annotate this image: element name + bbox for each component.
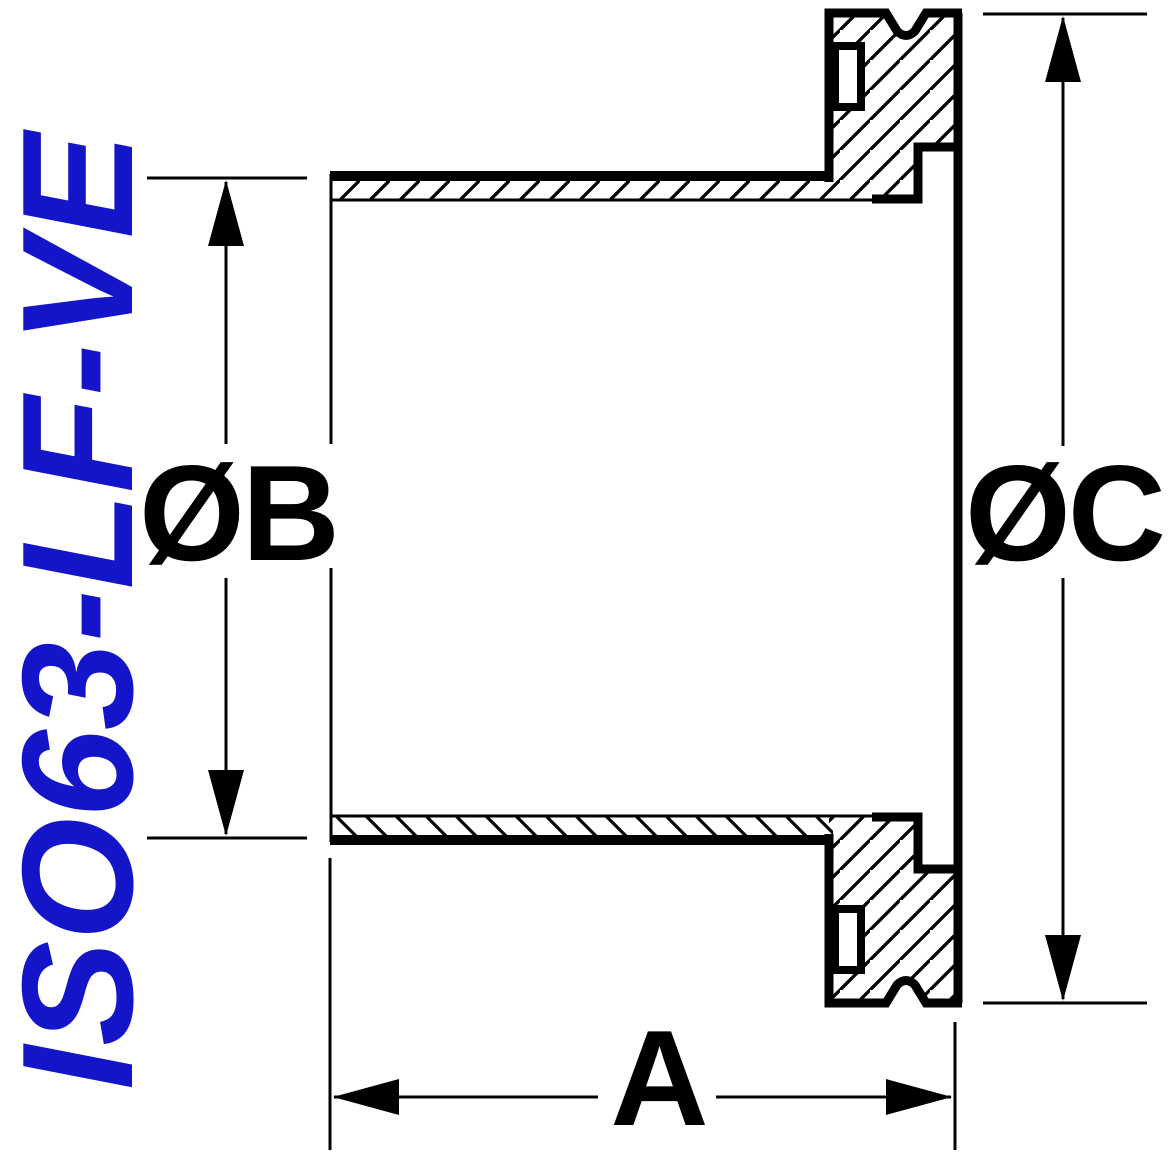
dim-a-arrow-left-icon bbox=[333, 1079, 399, 1115]
flange-bottom-outline bbox=[824, 834, 962, 1008]
dim-c-label-mask bbox=[964, 446, 1164, 568]
dim-a-label: A bbox=[610, 1002, 705, 1154]
product-code-label: ISO63-LF-VE bbox=[0, 128, 166, 1090]
dim-c-arrow-up-icon bbox=[1045, 16, 1081, 82]
dimension-c bbox=[983, 12, 1147, 1005]
flange-bottom-step bbox=[872, 812, 961, 874]
dim-c-arrow-down-icon bbox=[1045, 935, 1081, 1001]
dim-a-arrow-right-icon bbox=[886, 1079, 952, 1115]
flange-top-step bbox=[872, 142, 961, 204]
dim-b-arrow-down-icon bbox=[208, 770, 244, 836]
dim-b-label: ØB bbox=[139, 437, 337, 589]
dim-c-label: ØC bbox=[965, 437, 1163, 589]
dim-b-arrow-up-icon bbox=[208, 180, 244, 246]
flange-top-outline bbox=[824, 8, 962, 182]
dim-b-label-mask bbox=[140, 444, 336, 568]
flange-top-groove-slot bbox=[831, 42, 865, 111]
flange-bottom-groove-slot bbox=[831, 905, 865, 974]
